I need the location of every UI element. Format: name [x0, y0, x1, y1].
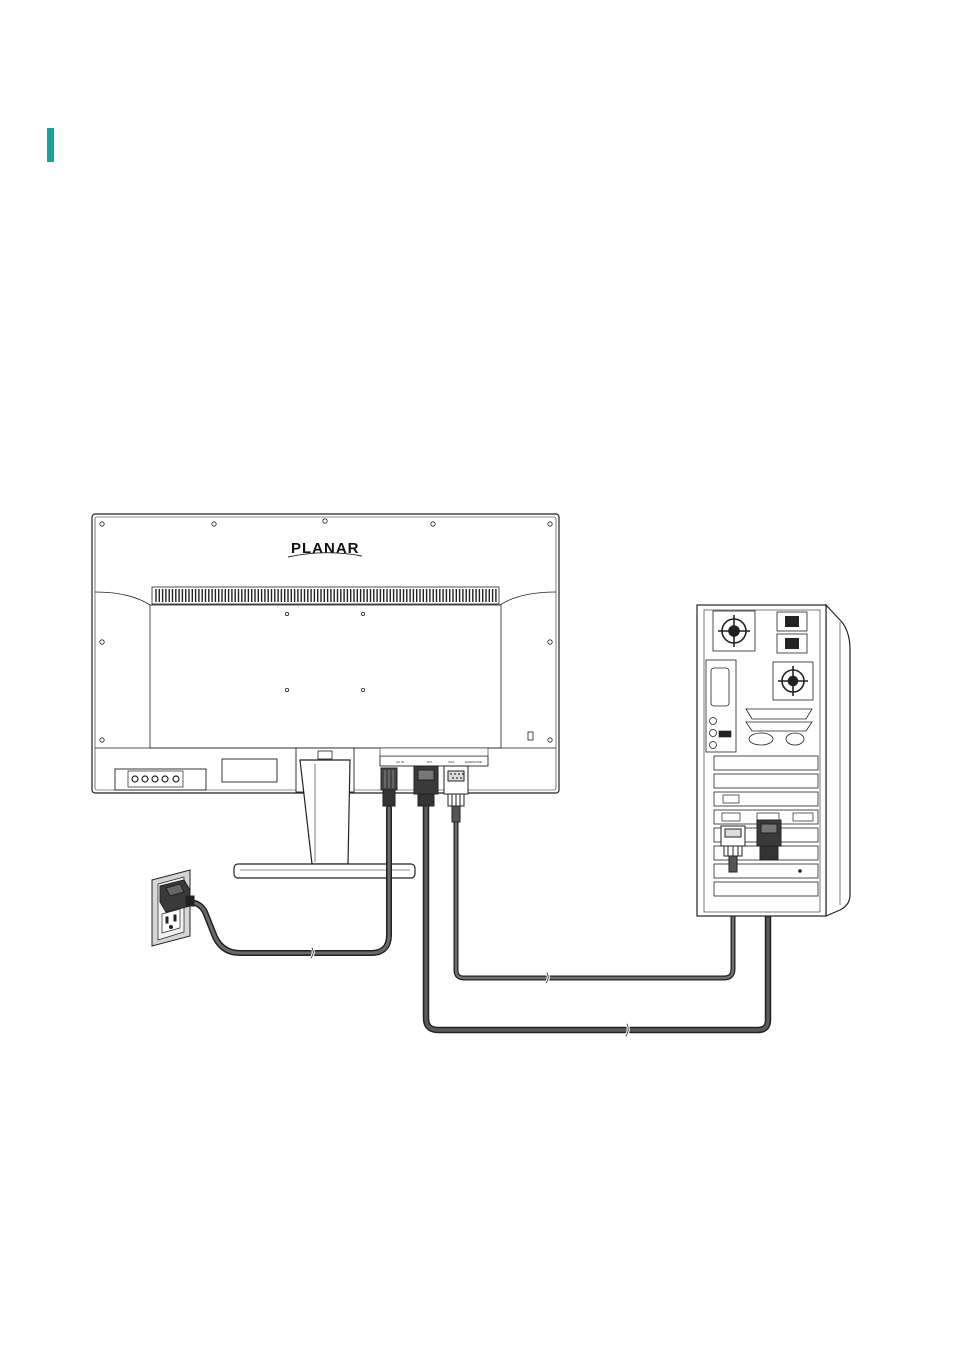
dvi-connector-pc	[757, 820, 781, 860]
control-buttons	[115, 769, 206, 790]
svg-text:DVI: DVI	[427, 760, 432, 764]
vga-cable	[456, 822, 733, 983]
svg-text:VGA: VGA	[448, 760, 454, 764]
computer-rear	[697, 605, 850, 916]
dvi-connector	[414, 766, 438, 806]
power-cable	[188, 808, 389, 958]
power-plug-monitor	[381, 768, 397, 806]
vga-connector	[444, 766, 468, 822]
svg-text:EARPHONE: EARPHONE	[465, 760, 482, 764]
svg-text:AC IN: AC IN	[396, 760, 404, 764]
cables	[188, 806, 768, 1036]
